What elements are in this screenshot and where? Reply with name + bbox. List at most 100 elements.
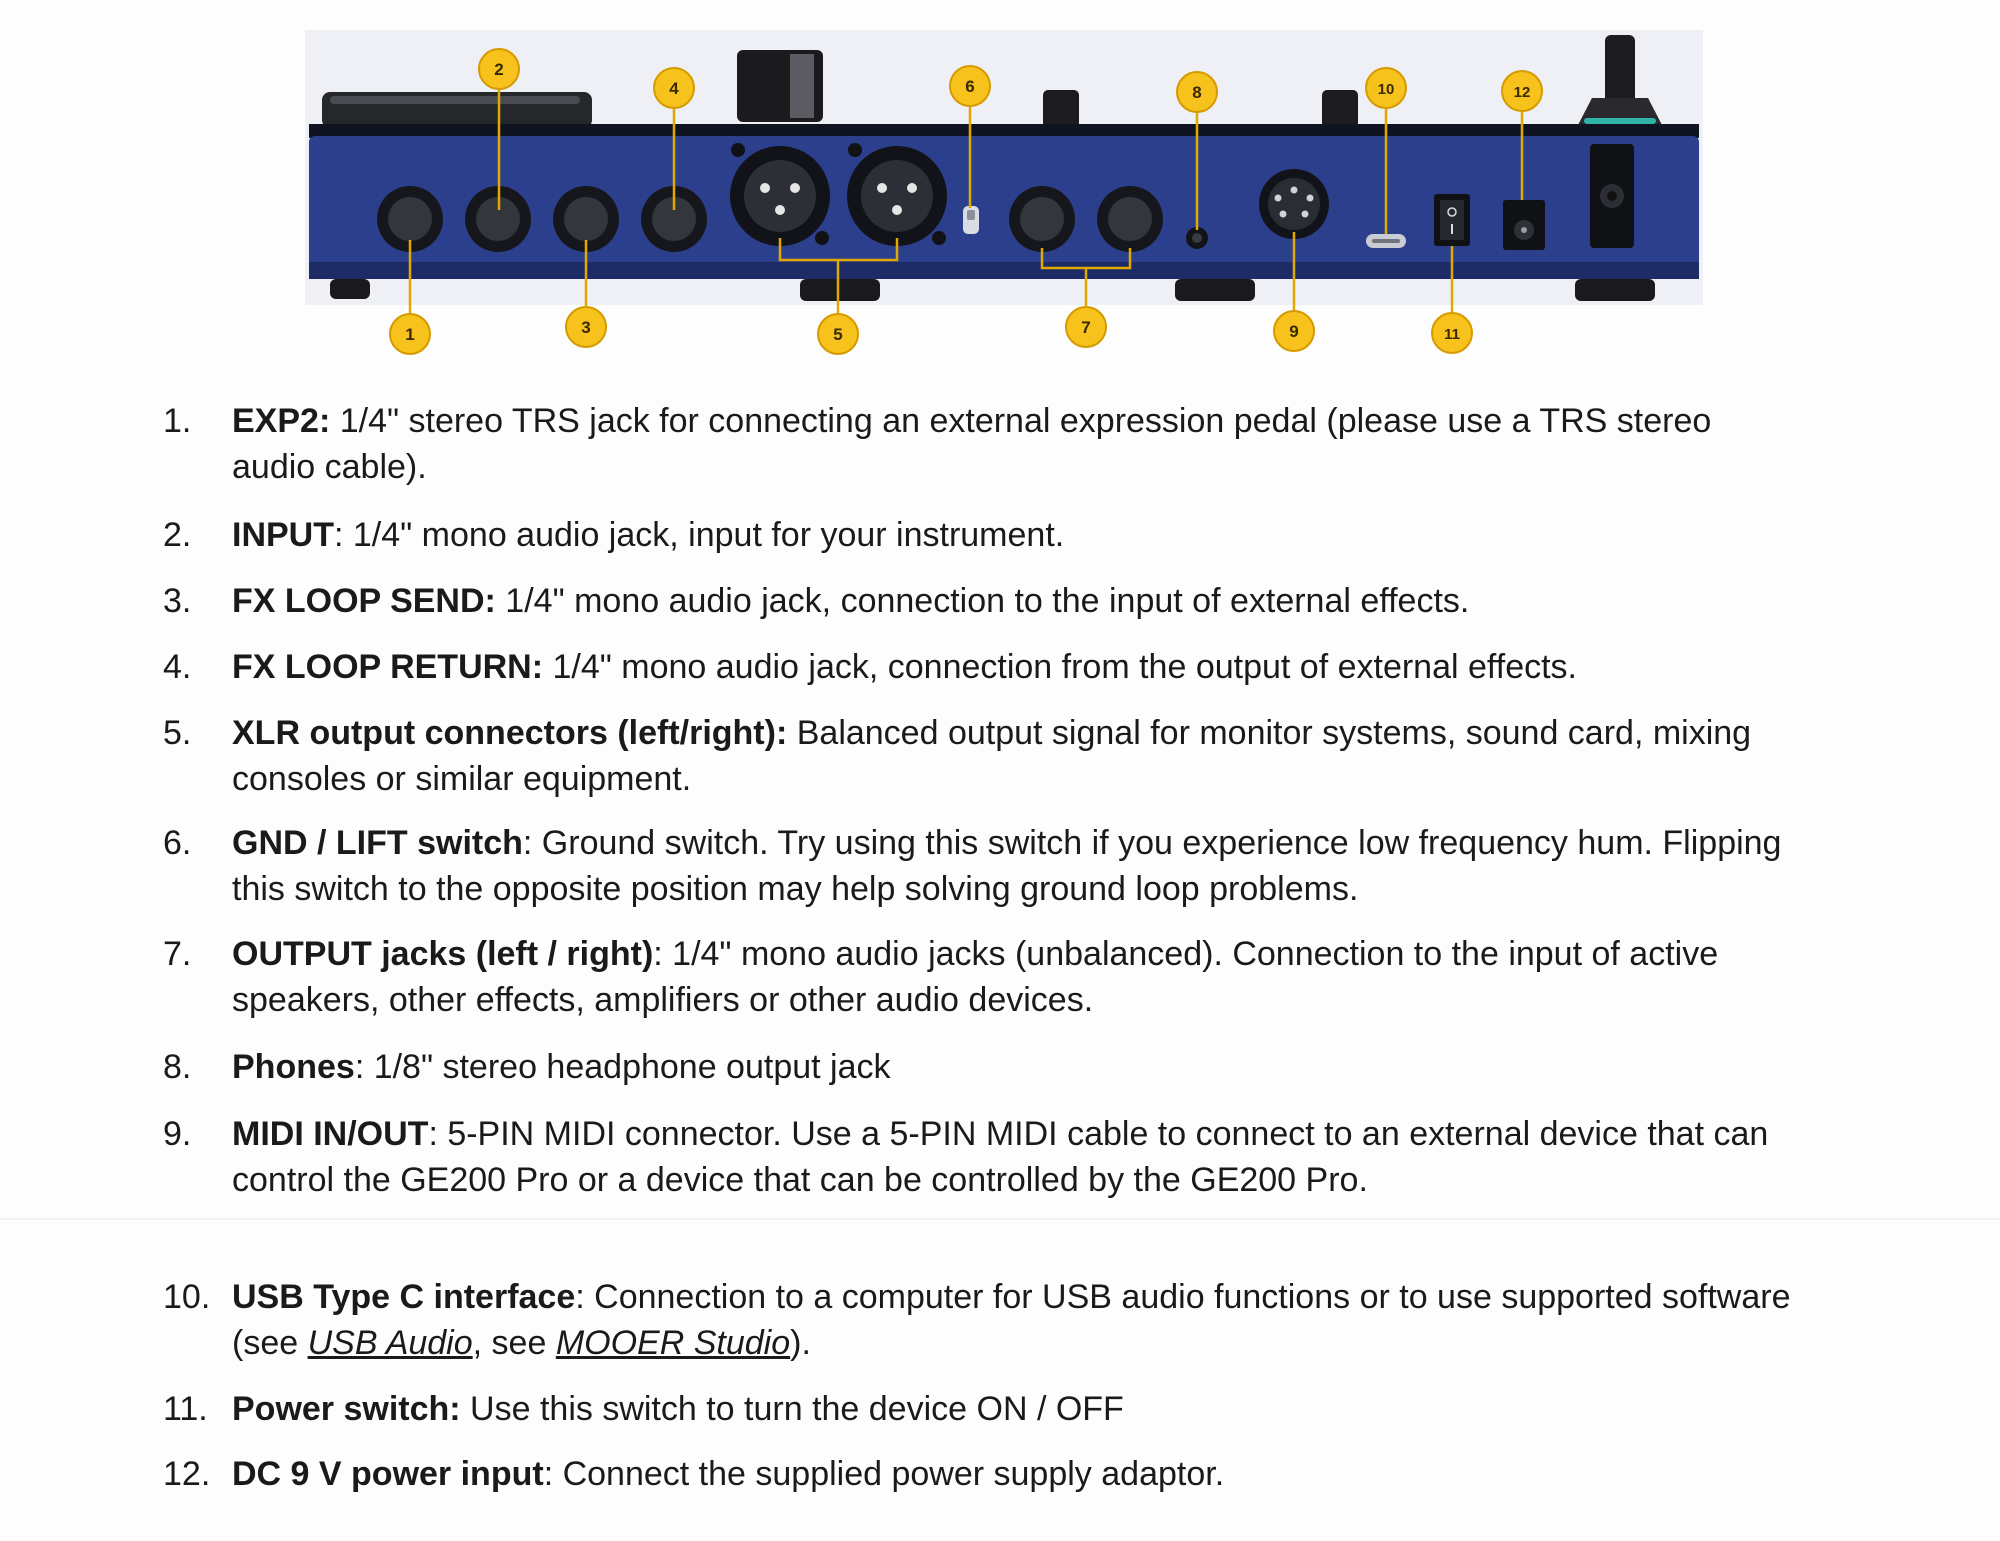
panel-shading: [309, 262, 1699, 279]
callout-9: 9: [1273, 310, 1315, 352]
item-term: MIDI IN/OUT: [232, 1115, 429, 1153]
item-description: : 1/4" mono audio jacks (unbalanced). Co…: [232, 935, 1719, 1019]
rubber-foot-center-right: [1175, 279, 1255, 301]
item-term: FX LOOP RETURN:: [232, 648, 544, 686]
item-term: USB Type C interface: [232, 1278, 576, 1316]
expression-pedal-edge: [330, 96, 580, 104]
legend-item-power-switch: 11.Power switch: Use this switch to turn…: [163, 1386, 1792, 1432]
output-right-jack: [1097, 186, 1163, 252]
callout-2: 2: [478, 48, 520, 90]
legend-item-fx-loop-return: 4. FX LOOP RETURN: 1/4" mono audio jack, …: [163, 644, 1792, 690]
main-knob-highlight: [790, 54, 814, 118]
section-divider: [0, 1218, 2000, 1220]
power-rocker-switch: [1434, 194, 1470, 246]
item-description: : 1/8" stereo headphone output jack: [354, 1048, 891, 1086]
callout-4: 4: [653, 67, 695, 109]
legend-item-phones: 8. Phones: 1/8" stereo headphone output j…: [163, 1044, 1792, 1090]
item-description: Use this switch to turn the device ON / …: [460, 1390, 1124, 1428]
item-number: 6.: [163, 824, 192, 862]
rubber-foot-right: [1575, 279, 1655, 301]
item-description: : Connection to a computer for USB audio…: [232, 1278, 1791, 1362]
callout-label: 2: [494, 60, 503, 79]
item-description: : Connect the supplied power supply adap…: [543, 1455, 1225, 1493]
dc-power-jack: [1503, 200, 1545, 250]
item-number: 2.: [163, 516, 192, 554]
footswitch-right: [1322, 90, 1358, 128]
item-description: : 5-PIN MIDI connector. Use a 5-PIN MIDI…: [232, 1115, 1769, 1199]
footswitch-left: [1043, 90, 1079, 128]
item-number: 7.: [163, 935, 192, 973]
rear-panel-port: [1590, 144, 1634, 248]
item-number: 9.: [163, 1115, 192, 1153]
callout-1: 1: [389, 313, 431, 355]
usb-c-port: [1366, 234, 1406, 248]
callout-label: 1: [405, 325, 414, 344]
legend-item-dc-power: 12. DC 9 V power input: Connect the suppl…: [163, 1451, 1792, 1497]
callout-3: 3: [565, 306, 607, 348]
mooer-studio-link[interactable]: MOOER Studio: [555, 1324, 791, 1362]
legend-item-exp2: 1. EXP2: 1/4" stereo TRS jack for connect…: [163, 398, 1792, 490]
item-description: 1/4" stereo TRS jack for connecting an e…: [232, 402, 1712, 486]
legend-item-xlr-outputs: 5.XLR output connectors (left/right): Ba…: [163, 710, 1792, 802]
callout-label: 4: [669, 79, 679, 98]
callout-11: 11: [1431, 312, 1473, 354]
item-number: 10.: [163, 1278, 211, 1316]
callout-5: 5: [817, 313, 859, 355]
fx-loop-return-jack: [641, 186, 707, 252]
item-number: 4.: [163, 648, 192, 686]
joystick-ring: [1584, 118, 1656, 124]
item-term: EXP2:: [232, 402, 331, 440]
legend-item-fx-loop-send: 3. FX LOOP SEND: 1/4" mono audio jack, co…: [163, 578, 1792, 624]
item-term: Phones: [232, 1048, 355, 1086]
rubber-foot-left: [330, 279, 370, 299]
legend-item-midi: 9. MIDI IN/OUT: 5-PIN MIDI connector. Use…: [163, 1111, 1792, 1203]
legend-item-input: 2. INPUT: 1/4" mono audio jack, input for…: [163, 512, 1792, 558]
callout-label: 11: [1444, 326, 1460, 343]
callout-label: 9: [1289, 322, 1298, 341]
item-term: XLR output connectors (left/right):: [232, 714, 788, 752]
item-description: ).: [790, 1324, 811, 1362]
item-number: 12.: [163, 1455, 211, 1493]
callout-label: 12: [1514, 84, 1531, 101]
callout-label: 7: [1081, 318, 1090, 337]
legend-item-gnd-lift: 6. GND / LIFT switch: Ground switch. Try …: [163, 820, 1792, 912]
item-term: GND / LIFT switch: [232, 824, 523, 862]
item-description: : Ground switch. Try using this switch i…: [232, 824, 1782, 908]
xlr-right-connector: [847, 143, 947, 246]
item-description: : 1/4" mono audio jack, input for your i…: [334, 516, 1065, 554]
item-term: DC 9 V power input: [232, 1455, 544, 1493]
callout-label: 3: [581, 318, 590, 337]
gnd-lift-switch: [963, 206, 979, 234]
item-number: 8.: [163, 1048, 192, 1086]
callout-10: 10: [1365, 67, 1407, 109]
item-term: Power switch:: [232, 1390, 461, 1428]
panel-top-rim: [309, 124, 1699, 138]
item-description: , see: [472, 1324, 556, 1362]
output-left-jack: [1009, 186, 1075, 252]
item-description: Balanced output signal for monitor syste…: [232, 714, 1752, 798]
callout-label: 6: [965, 77, 974, 96]
fx-loop-send-jack: [553, 186, 619, 252]
legend-item-usb-c: 10. USB Type C interface: Connection to a…: [163, 1274, 1792, 1366]
item-term: INPUT: [232, 516, 334, 554]
joystick-shaft: [1605, 35, 1635, 105]
exp2-jack: [377, 186, 443, 252]
callout-label: 8: [1192, 83, 1201, 102]
item-number: 1.: [163, 402, 192, 440]
usb-audio-link[interactable]: USB Audio: [307, 1324, 473, 1362]
xlr-left-connector: [730, 143, 830, 246]
callout-8: 8: [1176, 71, 1218, 113]
input-jack: [465, 186, 531, 252]
callout-7: 7: [1065, 306, 1107, 348]
phones-jack: [1186, 227, 1208, 249]
callout-12: 12: [1501, 70, 1543, 112]
legend-item-output-jacks: 7.OUTPUT jacks (left / right): 1/4" mono…: [163, 931, 1792, 1023]
callout-label: 10: [1378, 81, 1395, 98]
item-description: 1/4" mono audio jack, connection to the …: [495, 582, 1470, 620]
item-description: 1/4" mono audio jack, connection from th…: [543, 648, 1577, 686]
item-number: 3.: [163, 582, 192, 620]
item-term: FX LOOP SEND:: [232, 582, 496, 620]
midi-connector: [1259, 169, 1329, 239]
rubber-foot-center-left: [800, 279, 880, 301]
